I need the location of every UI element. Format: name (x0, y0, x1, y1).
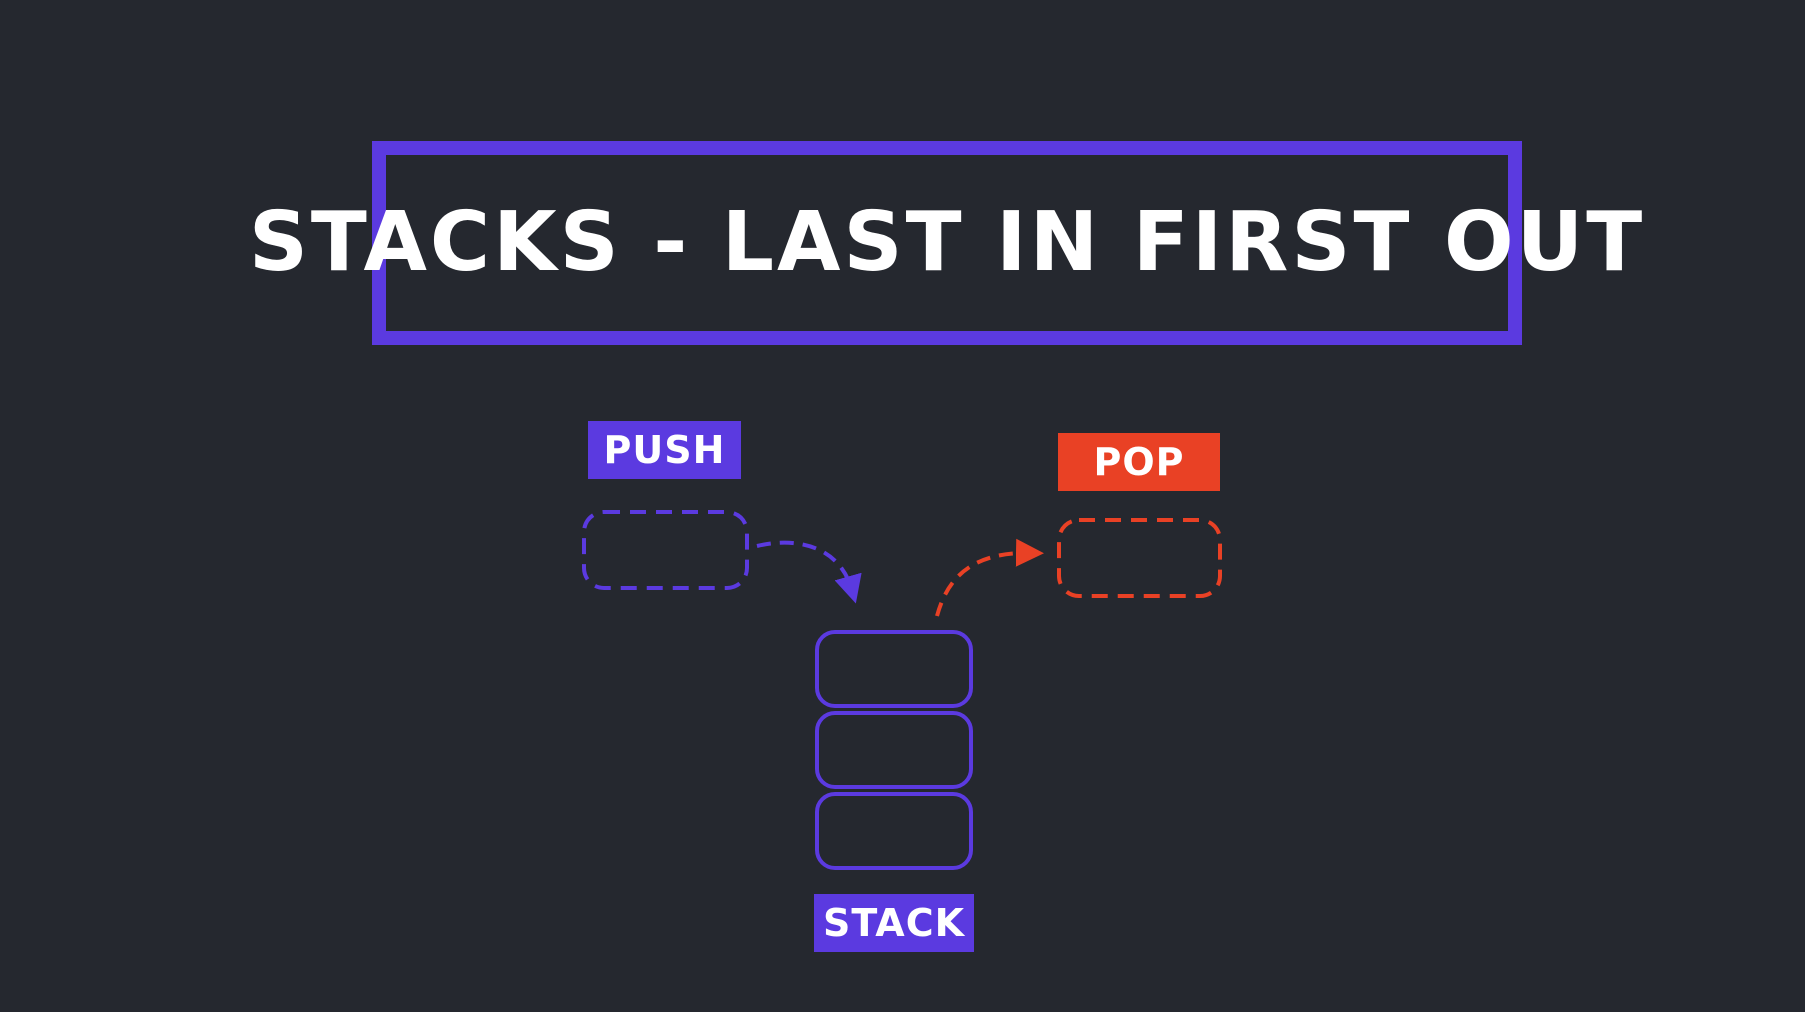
stack-slot-middle (815, 711, 973, 789)
pop-arrow (935, 538, 1044, 617)
diagram-title: STACKS - LAST IN FIRST OUT (248, 195, 1646, 290)
push-arrow (756, 540, 862, 604)
stack-slot-top (815, 630, 973, 708)
push-element-box (582, 510, 749, 590)
stack-label: STACK (814, 894, 974, 952)
push-label: PUSH (588, 421, 741, 479)
title-box: STACKS - LAST IN FIRST OUT (249, 141, 1642, 345)
pop-element-box (1057, 518, 1222, 598)
stack-slot-bottom (815, 792, 973, 870)
pop-label: POP (1058, 433, 1220, 491)
